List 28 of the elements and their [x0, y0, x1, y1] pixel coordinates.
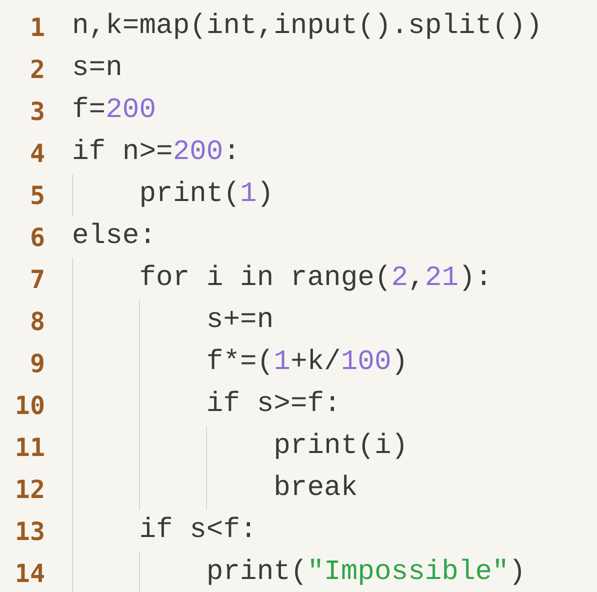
line-number: 14	[14, 558, 45, 588]
code-line: if s>=f:	[205, 388, 341, 422]
code-line: for i in range(2,21):	[138, 262, 492, 296]
code-line: s+=n	[205, 304, 274, 338]
line-number: 3	[30, 96, 45, 126]
code-line: else:	[72, 220, 156, 254]
code-line: break	[272, 472, 358, 506]
code-line: if s<f:	[138, 514, 257, 548]
code-line: if n>=200:	[72, 136, 240, 170]
line-number: 12	[14, 474, 45, 504]
code-line: n,k=map(int,input().split())	[72, 10, 542, 44]
line-number: 4	[30, 138, 45, 168]
line-number: 7	[30, 264, 45, 294]
line-number: 2	[30, 54, 45, 84]
line-number: 8	[30, 306, 45, 336]
line-number: 5	[30, 180, 45, 210]
line-number: 11	[14, 432, 45, 462]
code-line: f=200	[72, 94, 156, 128]
line-number: 6	[30, 222, 45, 252]
code-line: f*=(1+k/100)	[205, 346, 408, 380]
code-line: s=n	[72, 52, 122, 86]
line-number: 13	[14, 516, 45, 546]
line-number: 1	[30, 12, 45, 42]
line-number: 10	[14, 390, 45, 420]
line-number: 9	[30, 348, 45, 378]
code-line: print(i)	[272, 430, 408, 464]
code-line: print(1)	[138, 178, 274, 212]
code-line: print("Impossible")	[205, 556, 526, 590]
